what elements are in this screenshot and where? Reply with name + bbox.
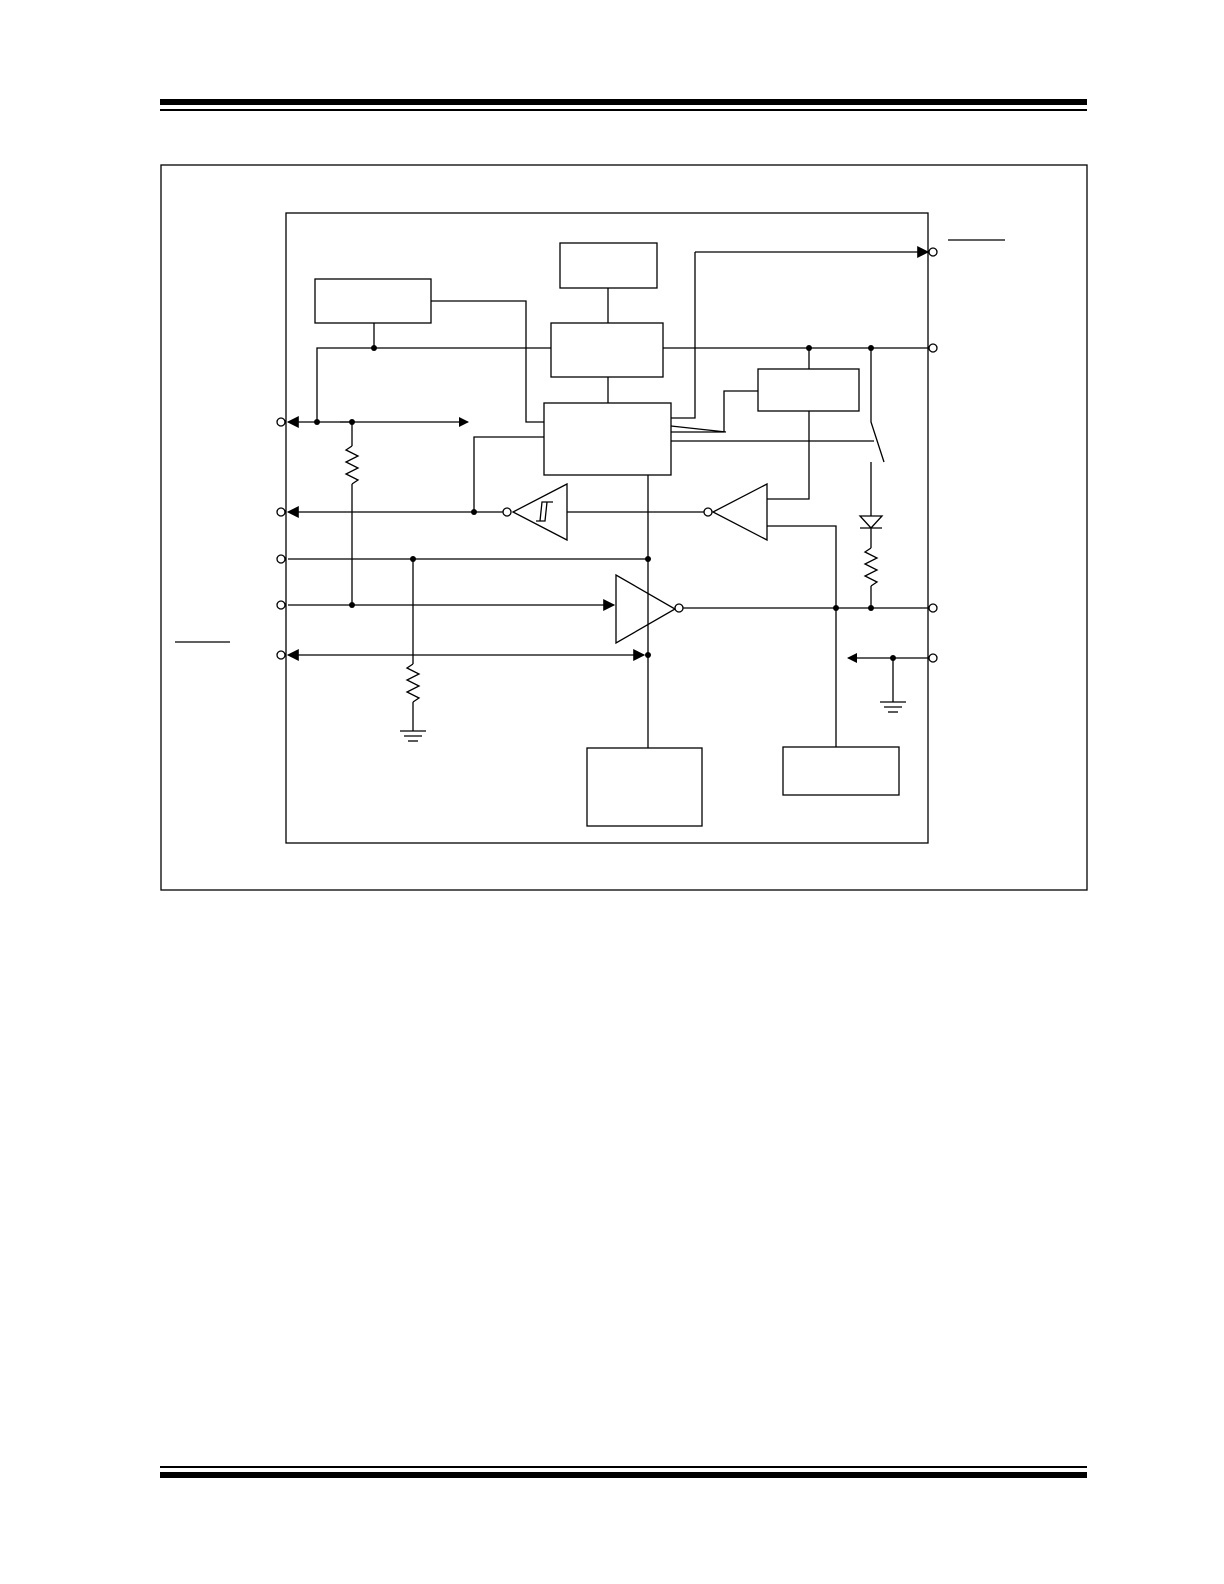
- hysteresis-icon: [536, 501, 553, 522]
- left-pin-4: [276, 600, 286, 610]
- control-block: [550, 322, 664, 378]
- header-rule-thin: [160, 109, 1087, 111]
- bottom-center-block: [586, 747, 703, 827]
- left-pin-2: [276, 507, 286, 517]
- header-rule-thick: [160, 99, 1087, 105]
- right-pin-4: [928, 653, 938, 663]
- output-driver: [615, 573, 677, 645]
- right-block: [757, 368, 860, 412]
- junction-dots: [314, 345, 896, 661]
- logic-to-row-line: [473, 436, 544, 512]
- resistor-3: [863, 528, 879, 608]
- left-pin-5: [276, 650, 286, 660]
- wires-top: [316, 246, 930, 463]
- device-outline: [285, 212, 929, 844]
- bottom-right-block: [782, 746, 900, 796]
- footer-rule-thin: [160, 1466, 1087, 1468]
- resistor-1: [344, 422, 360, 605]
- figure-frame: [160, 164, 1088, 891]
- top-left-block: [314, 278, 432, 324]
- schmitt-trigger-buffer: [511, 482, 568, 542]
- inverting-buffer: [711, 482, 768, 542]
- ground-2: [880, 701, 906, 713]
- left-pin-3: [276, 554, 286, 564]
- top-center-block: [559, 242, 658, 289]
- footer-rule-thick: [160, 1472, 1087, 1478]
- left-pin-1: [276, 417, 286, 427]
- resistor-2: [405, 559, 421, 731]
- right-pin-1: [928, 247, 938, 257]
- diode: [858, 515, 884, 529]
- ground-1: [400, 730, 426, 742]
- logic-block: [543, 402, 672, 476]
- right-pin-3: [928, 603, 938, 613]
- right-pin-2: [928, 343, 938, 353]
